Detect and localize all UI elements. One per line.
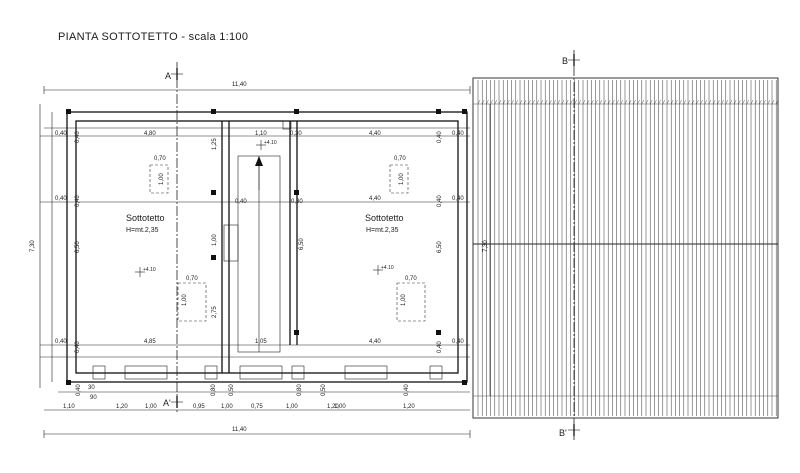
dim-sill-row: 0,40 [76, 384, 82, 396]
stair-up-arrow-icon [255, 156, 263, 166]
dim-bottom-chain: 1,20 [327, 404, 339, 410]
dim-bottom-overall: 11,40 [232, 427, 247, 433]
overall-dimension-lines [39, 86, 491, 438]
stair-core-walls [221, 120, 298, 373]
hand-note: 90 [90, 395, 97, 401]
opening-width: 0,70 [405, 276, 417, 282]
opening-height: 1,00 [401, 294, 407, 306]
dim-bottom-chain: 0,75 [251, 404, 263, 410]
dim-bottom-row: 1,05 [255, 339, 267, 345]
dim-bottom-chain: 1,00 [286, 404, 298, 410]
dim-bottom-row: 0,40 [55, 339, 67, 345]
dim-right-col: 0,40 [437, 195, 443, 207]
level-marker-icon [373, 265, 383, 275]
dim-bottom-chain: 1,00 [334, 404, 346, 410]
dim-sill-row: 0,50 [321, 384, 327, 396]
dimension-labels: 0,40 4,80 1,10 0,30 4,40 0,40 0,40 4,40 0,40 0,40… [55, 131, 464, 410]
skylight [389, 164, 409, 194]
chimney-flue [223, 224, 239, 262]
dim-stair-side: 6,50 [299, 238, 305, 250]
level-marker-icon [256, 140, 266, 150]
skylight [177, 282, 207, 322]
dim-left-col: 0,40 [75, 195, 81, 207]
spot-level: +4.10 [143, 267, 156, 273]
opening-height: 1,00 [159, 173, 165, 185]
dim-top-row: 1,10 [255, 131, 267, 137]
section-label: A [165, 71, 171, 81]
dim-mid-row: 0,40 [452, 196, 464, 202]
dim-right-col: 0,40 [437, 131, 443, 143]
level-markers [135, 140, 383, 277]
room-name: Sottotetto [365, 213, 404, 223]
interior-guides [40, 135, 470, 358]
section-label: B' [559, 428, 567, 438]
room-height: H=mt.2,35 [366, 227, 399, 234]
dim-bottom-chain: 0,95 [193, 404, 205, 410]
bottom-wall-elements [92, 365, 443, 380]
section-label: B [562, 56, 568, 66]
section-line-b [568, 50, 580, 440]
section-label: A' [163, 398, 171, 408]
staircase [223, 155, 281, 353]
dim-bottom-chain: 1,10 [63, 404, 75, 410]
exterior-walls [66, 111, 468, 383]
room-height: H=mt.2,35 [126, 227, 159, 234]
plan-title: PIANTA SOTTOTETTO - scala 1:100 [58, 31, 248, 43]
hand-note: 30 [88, 385, 95, 391]
dim-bottom-chain: 1,20 [403, 404, 415, 410]
dim-top-row: 4,80 [144, 131, 156, 137]
dim-bottom-row: 4,40 [369, 339, 381, 345]
dim-sill-row: 0,80 [297, 384, 303, 396]
dim-stair-col: 2,75 [212, 306, 218, 318]
dim-sill-row: 0,80 [211, 384, 217, 396]
roof-hatched-area [472, 77, 779, 419]
skylight [149, 164, 169, 194]
skylights [149, 164, 426, 322]
level-marker-icon [135, 267, 145, 277]
dim-top-row: 4,40 [369, 131, 381, 137]
dim-right-col: 6,50 [437, 241, 443, 253]
opening-height: 1,00 [182, 294, 188, 306]
dim-stair-col: 1,00 [212, 234, 218, 246]
wall-markers [66, 109, 467, 385]
dim-left-overall: 7,30 [30, 240, 36, 252]
spot-level: +4.10 [381, 265, 394, 271]
opening-width: 0,70 [186, 276, 198, 282]
spot-level: +4.10 [264, 140, 277, 146]
dim-mid-row: 4,40 [369, 196, 381, 202]
dim-right-col: 0,40 [437, 341, 443, 353]
dim-bottom-chain: 1,20 [116, 404, 128, 410]
room-name: Sottotetto [126, 213, 165, 223]
dim-bottom-row: 0,40 [452, 339, 464, 345]
dim-sill-row: 0,50 [229, 384, 235, 396]
dim-top-overall: 11,40 [232, 82, 247, 88]
dim-bottom-chain: 1,00 [221, 404, 233, 410]
dim-top-row: 0,40 [452, 131, 464, 137]
dim-bottom-row: 4,85 [144, 339, 156, 345]
dim-mid-row: 0,40 [55, 196, 67, 202]
dim-left-col: 6,50 [75, 241, 81, 253]
section-line-a [171, 62, 183, 412]
dim-stair-col: 0,40 [235, 199, 247, 205]
dim-left-col: 0,40 [75, 131, 81, 143]
dim-left-col: 0,40 [75, 341, 81, 353]
opening-height: 1,00 [399, 173, 405, 185]
dim-sill-row: 0,40 [404, 384, 410, 396]
dim-hatch-side: 7,30 [483, 240, 489, 252]
skylight [396, 282, 426, 322]
dim-stair-col: 1,25 [212, 138, 218, 150]
dim-stair-col: 0,30 [291, 199, 303, 205]
dim-bottom-chain: 1,00 [145, 404, 157, 410]
opening-width: 0,70 [394, 156, 406, 162]
dim-top-row: 0,30 [290, 131, 302, 137]
dim-top-row: 0,40 [55, 131, 67, 137]
opening-width: 0,70 [154, 156, 166, 162]
